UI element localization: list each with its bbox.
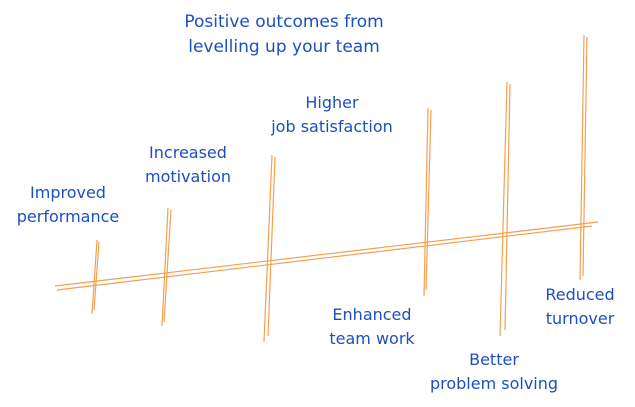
label-line: team work <box>329 329 415 348</box>
label-line: Improved <box>30 183 106 202</box>
tick-problem-solving <box>499 81 511 337</box>
label-line: motivation <box>144 167 232 186</box>
tick-improved-performance <box>91 239 100 315</box>
label-line: performance <box>16 207 120 226</box>
title-line-1: Positive outcomes from <box>184 12 384 32</box>
tick-team-work <box>423 107 432 297</box>
baseline-axis <box>54 221 599 291</box>
label-line: problem solving <box>429 374 559 393</box>
outcome-label-team-work: Enhanced team work <box>329 303 414 351</box>
tick-increased-motivation <box>161 207 172 327</box>
label-line: Increased <box>149 143 227 162</box>
outcome-label-problem-solving: Better problem solving <box>430 348 558 396</box>
outcome-label-increased-motivation: Increased motivation <box>145 141 231 189</box>
label-line: Reduced <box>545 285 615 304</box>
label-line: turnover <box>545 309 615 328</box>
tick-job-satisfaction <box>263 154 276 343</box>
label-line: job satisfaction <box>271 117 393 136</box>
label-line: Better <box>469 350 519 369</box>
outcome-label-improved-performance: Improved performance <box>17 181 119 229</box>
label-line: Higher <box>305 93 359 112</box>
outcome-label-job-satisfaction: Higher job satisfaction <box>271 91 393 139</box>
diagram-title: Positive outcomes from levelling up your… <box>184 10 383 60</box>
label-line: Enhanced <box>332 305 412 324</box>
outcome-label-turnover: Reduced turnover <box>545 283 614 331</box>
tick-turnover <box>579 34 588 281</box>
title-line-2: levelling up your team <box>188 37 380 57</box>
